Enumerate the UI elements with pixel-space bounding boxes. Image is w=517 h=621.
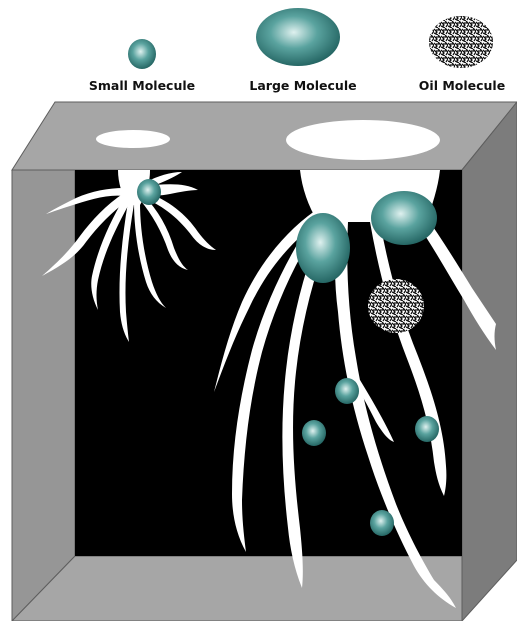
large-pore-opening — [286, 120, 440, 160]
legend-large-molecule: Large Molecule — [249, 8, 356, 93]
large-molecule-label: Large Molecule — [249, 78, 356, 93]
oil-molecule-in-pore — [368, 279, 424, 333]
small-molecule-icon — [128, 39, 156, 69]
small-molecule-in-pore — [335, 378, 359, 404]
large-molecule-icon — [256, 8, 340, 66]
legend: Small Molecule Large Molecule Oil Molecu… — [89, 8, 505, 93]
oil-molecule-icon — [429, 16, 493, 68]
box-bottom-face — [12, 556, 462, 621]
small-pore-opening — [96, 130, 170, 148]
oil-molecule-label: Oil Molecule — [419, 78, 505, 93]
box-right-face — [462, 102, 517, 621]
legend-small-molecule: Small Molecule — [89, 39, 195, 93]
small-molecule-in-pore — [302, 420, 326, 446]
small-molecule-in-small-pore — [137, 179, 161, 205]
box-top-face — [12, 102, 517, 170]
small-molecule-label: Small Molecule — [89, 78, 195, 93]
small-molecule-in-pore — [370, 510, 394, 536]
small-molecule-in-pore — [415, 416, 439, 442]
large-molecule-in-pore — [296, 213, 350, 283]
adsorbent-box — [12, 102, 517, 621]
large-molecule-in-pore — [371, 191, 437, 245]
box-left-face — [12, 170, 75, 621]
legend-oil-molecule: Oil Molecule — [419, 16, 505, 93]
